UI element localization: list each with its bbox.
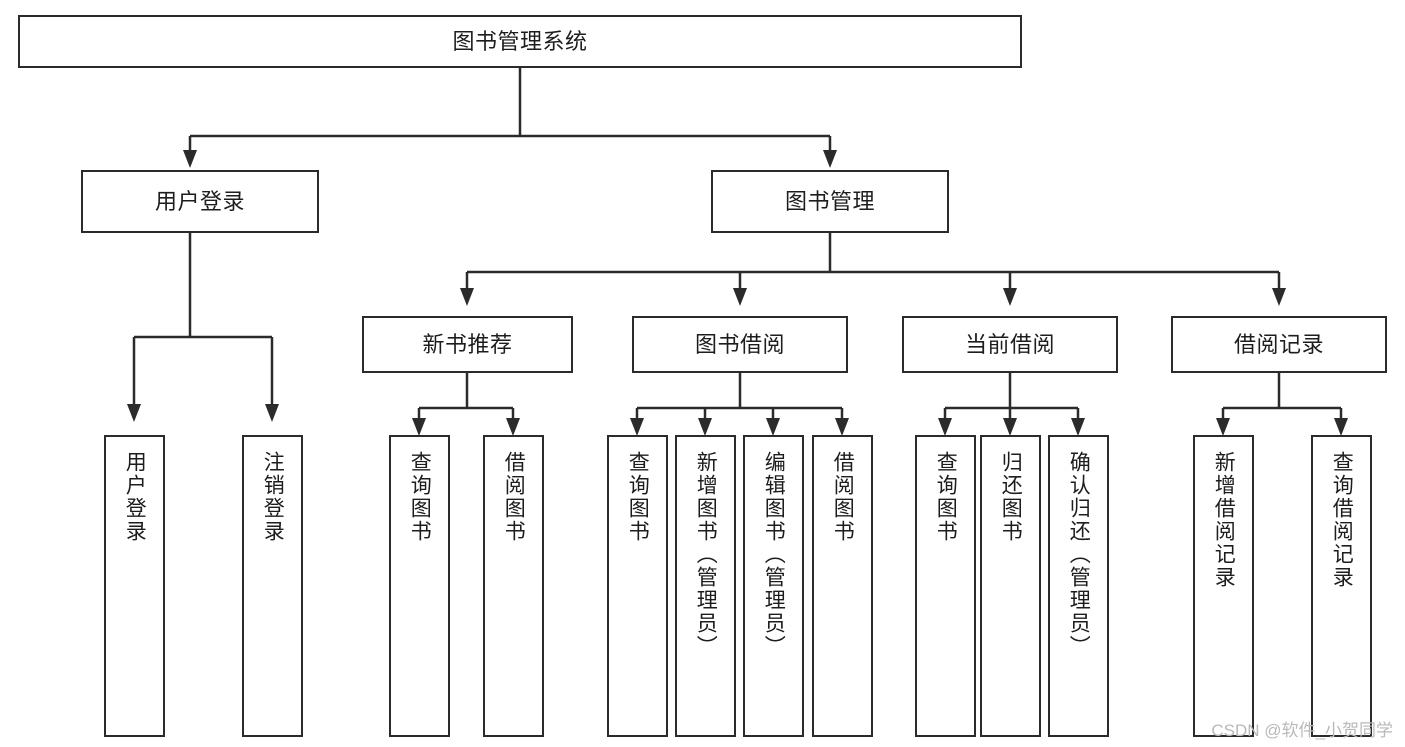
- node-leaf-confirm-return-label: 确认归还（管理员）: [1067, 451, 1091, 658]
- node-leaf-query-book-3-label: 查询图书: [934, 451, 958, 543]
- node-book-management[interactable]: 图书管理: [711, 170, 949, 233]
- node-leaf-borrow-book-1[interactable]: 借阅图书: [483, 435, 544, 737]
- node-leaf-logout-login-label: 注销登录: [261, 451, 285, 543]
- node-leaf-return-book[interactable]: 归还图书: [980, 435, 1041, 737]
- node-leaf-borrow-book-2-label: 借阅图书: [831, 451, 855, 543]
- node-root-system-label: 图书管理系统: [452, 28, 588, 54]
- node-leaf-query-book-3[interactable]: 查询图书: [915, 435, 976, 737]
- node-current-borrow[interactable]: 当前借阅: [902, 316, 1118, 373]
- node-leaf-query-record[interactable]: 查询借阅记录: [1311, 435, 1372, 737]
- node-leaf-borrow-book-2[interactable]: 借阅图书: [812, 435, 873, 737]
- node-book-management-label: 图书管理: [784, 188, 875, 214]
- node-leaf-borrow-book-1-label: 借阅图书: [502, 451, 526, 543]
- node-leaf-query-record-label: 查询借阅记录: [1330, 451, 1354, 589]
- node-leaf-add-book[interactable]: 新增图书（管理员）: [675, 435, 736, 737]
- node-user-login[interactable]: 用户登录: [81, 170, 319, 233]
- node-leaf-query-book-1[interactable]: 查询图书: [389, 435, 450, 737]
- node-leaf-confirm-return[interactable]: 确认归还（管理员）: [1048, 435, 1109, 737]
- node-book-borrow[interactable]: 图书借阅: [632, 316, 848, 373]
- arrowhead-layer: [127, 150, 1348, 436]
- node-leaf-user-login-label: 用户登录: [123, 451, 147, 543]
- node-leaf-edit-book[interactable]: 编辑图书（管理员）: [743, 435, 804, 737]
- node-leaf-return-book-label: 归还图书: [999, 451, 1023, 543]
- node-book-borrow-label: 图书借阅: [694, 331, 785, 357]
- node-leaf-user-login[interactable]: 用户登录: [104, 435, 165, 737]
- node-current-borrow-label: 当前借阅: [964, 331, 1055, 357]
- node-leaf-logout-login[interactable]: 注销登录: [242, 435, 303, 737]
- node-user-login-label: 用户登录: [154, 188, 245, 214]
- node-leaf-query-book-2-label: 查询图书: [626, 451, 650, 543]
- node-leaf-add-record-label: 新增借阅记录: [1212, 451, 1236, 589]
- node-leaf-add-book-label: 新增图书（管理员）: [694, 451, 718, 658]
- node-borrow-record-label: 借阅记录: [1233, 331, 1324, 357]
- node-new-book-recommend-label: 新书推荐: [422, 331, 513, 357]
- node-root-system[interactable]: 图书管理系统: [18, 15, 1022, 68]
- node-leaf-query-book-2[interactable]: 查询图书: [607, 435, 668, 737]
- node-leaf-edit-book-label: 编辑图书（管理员）: [762, 451, 786, 658]
- node-leaf-query-book-1-label: 查询图书: [408, 451, 432, 543]
- node-borrow-record[interactable]: 借阅记录: [1171, 316, 1387, 373]
- node-new-book-recommend[interactable]: 新书推荐: [362, 316, 573, 373]
- node-leaf-add-record[interactable]: 新增借阅记录: [1193, 435, 1254, 737]
